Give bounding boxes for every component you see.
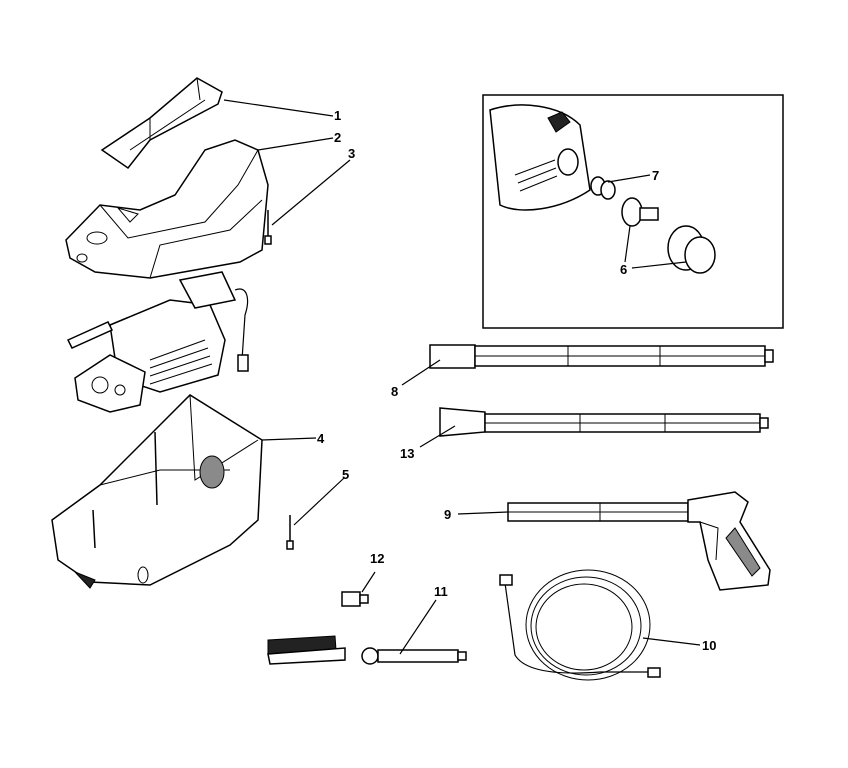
part-2-top-housing (65, 139, 269, 279)
callout-3: 3 (348, 146, 355, 161)
part-8-wand (429, 344, 774, 369)
callout-11: 11 (434, 584, 448, 599)
callout-6: 6 (620, 262, 627, 277)
callout-7: 7 (652, 168, 659, 183)
callout-10: 10 (702, 638, 716, 653)
callout-13: 13 (400, 446, 414, 461)
callout-numbers: 1 2 3 4 5 6 7 8 9 10 11 12 13 (317, 108, 716, 653)
part-13-wand (439, 407, 769, 437)
part-9-spray-gun (507, 491, 771, 591)
motor-pump-assembly (66, 271, 249, 413)
callout-4: 4 (317, 431, 325, 446)
callout-9: 9 (444, 507, 451, 522)
part-5-screw (286, 515, 294, 550)
callout-2: 2 (334, 130, 341, 145)
part-3-screw (264, 210, 272, 245)
part-11-brush (267, 635, 467, 665)
part-10-hose (499, 569, 661, 681)
callout-1: 1 (334, 108, 341, 123)
callout-5: 5 (342, 467, 349, 482)
part-4-base-housing (51, 394, 263, 589)
leader-lines (223, 99, 701, 655)
part-1-handle-cover (100, 77, 223, 170)
callout-12: 12 (370, 551, 384, 566)
part-12-fitting (341, 591, 369, 607)
inset-detail-box (482, 94, 784, 329)
callout-8: 8 (391, 384, 398, 399)
